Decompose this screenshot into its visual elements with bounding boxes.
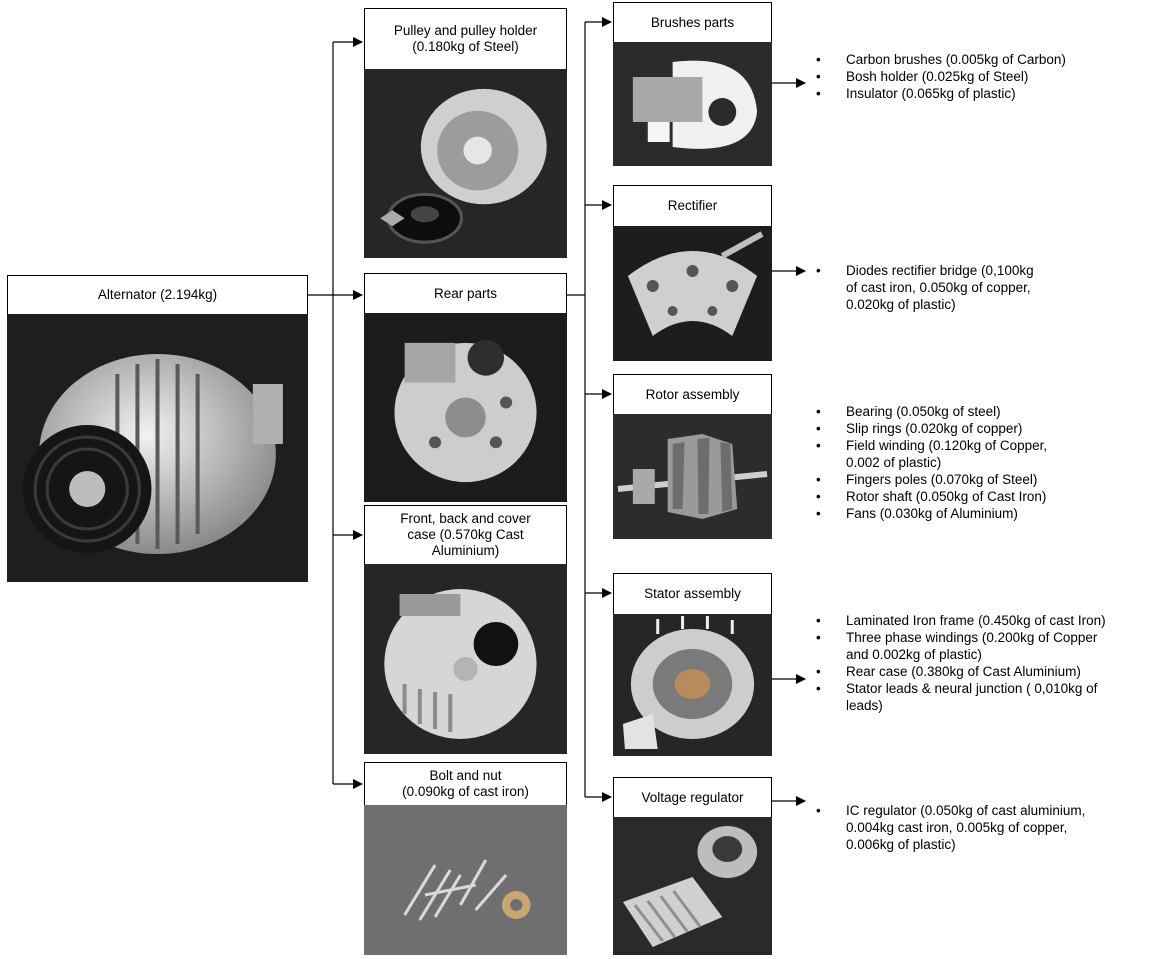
component-item-continuation: leads) [816, 697, 1106, 714]
component-item-text: and 0.002kg of plastic) [846, 647, 982, 662]
case-label-line: case (0.570kg Cast [400, 527, 531, 543]
brushes-photo [613, 42, 772, 166]
bullet-icon: • [816, 802, 836, 819]
stator-label: Stator assembly [613, 573, 772, 615]
bolts-label: Bolt and nut (0.090kg of cast iron) [364, 762, 567, 806]
component-item-text: Fans (0.030kg of Aluminium) [846, 506, 1018, 521]
pulley-label-line: (0.180kg of Steel) [394, 39, 537, 55]
pulley-label-line: Pulley and pulley holder [394, 23, 537, 39]
case-photo [364, 564, 567, 754]
alternator-label: Alternator (2.194kg) [7, 275, 308, 315]
alternator-photo [7, 314, 308, 582]
bolts-photo [364, 805, 567, 955]
component-item: • Rear case (0.380kg of Cast Aluminium) [816, 663, 1106, 680]
regulator-items: • IC regulator (0.050kg of cast aluminium… [816, 802, 1085, 853]
brushes-items: • Carbon brushes (0.005kg of Carbon) • Bosh… [816, 51, 1066, 102]
component-item-text: Diodes rectifier bridge (0,100kg [846, 263, 1034, 278]
component-item-text: 0.006kg of plastic) [846, 837, 956, 852]
case-label: Front, back and cover case (0.570kg Cast… [364, 505, 567, 565]
bullet-icon: • [816, 663, 836, 680]
bullet-icon: • [816, 612, 836, 629]
component-item: • Laminated Iron frame (0.450kg of cast I… [816, 612, 1106, 629]
regulator-photo [613, 817, 772, 955]
component-item: • Slip rings (0.020kg of copper) [816, 420, 1047, 437]
component-item: • Three phase windings (0.200kg of Copper [816, 629, 1106, 646]
component-item-text: leads) [846, 698, 883, 713]
component-item: • Field winding (0.120kg of Copper, [816, 437, 1047, 454]
component-item: • Bosh holder (0.025kg of Steel) [816, 68, 1066, 85]
bullet-icon: • [816, 85, 836, 102]
component-item-text: Field winding (0.120kg of Copper, [846, 438, 1047, 453]
component-item: • Fans (0.030kg of Aluminium) [816, 505, 1047, 522]
component-item-text: Stator leads & neural junction ( 0,010kg… [846, 681, 1097, 696]
bullet-icon: • [816, 68, 836, 85]
rear-parts-label-line: Rear parts [434, 286, 497, 302]
bolts-label-line: (0.090kg of cast iron) [402, 784, 529, 800]
component-item-text: Carbon brushes (0.005kg of Carbon) [846, 52, 1066, 67]
component-item-text: Rear case (0.380kg of Cast Aluminium) [846, 664, 1081, 679]
regulator-label: Voltage regulator [613, 777, 772, 818]
bullet-icon: • [816, 437, 836, 454]
component-item-text: 0.002 of plastic) [846, 455, 941, 470]
component-item: • IC regulator (0.050kg of cast aluminium… [816, 802, 1085, 819]
pulley-photo [364, 69, 567, 258]
component-item-text: Laminated Iron frame (0.450kg of cast Ir… [846, 613, 1106, 628]
pulley-label: Pulley and pulley holder(0.180kg of Stee… [364, 8, 567, 70]
component-item-continuation: 0.004kg cast iron, 0.005kg of copper, [816, 819, 1085, 836]
component-item-continuation: 0.002 of plastic) [816, 454, 1047, 471]
case-label-line: Front, back and cover [400, 511, 531, 527]
component-item-text: Bosh holder (0.025kg of Steel) [846, 69, 1028, 84]
component-item-text: Three phase windings (0.200kg of Copper [846, 630, 1097, 645]
bullet-icon: • [816, 420, 836, 437]
component-item: • Rotor shaft (0.050kg of Cast Iron) [816, 488, 1047, 505]
component-item-text: Slip rings (0.020kg of copper) [846, 421, 1022, 436]
rectifier-label: Rectifier [613, 185, 772, 227]
bullet-icon: • [816, 51, 836, 68]
component-item-text: IC regulator (0.050kg of cast aluminium, [846, 803, 1085, 818]
component-item-text: 0.020kg of plastic) [846, 297, 956, 312]
bullet-icon: • [816, 505, 836, 522]
component-item-continuation: 0.020kg of plastic) [816, 296, 1034, 313]
case-label-line: Aluminium) [400, 543, 531, 559]
rear-parts-photo [364, 313, 567, 502]
bullet-icon: • [816, 629, 836, 646]
bullet-icon: • [816, 488, 836, 505]
component-item: • Carbon brushes (0.005kg of Carbon) [816, 51, 1066, 68]
brushes-label: Brushes parts [613, 2, 772, 43]
component-item-text: of cast iron, 0.050kg of copper, [846, 280, 1031, 295]
component-item: • Fingers poles (0.070kg of Steel) [816, 471, 1047, 488]
bolts-label-line: Bolt and nut [402, 768, 529, 784]
rectifier-photo [613, 226, 772, 361]
component-item-continuation: 0.006kg of plastic) [816, 836, 1085, 853]
rotor-items: • Bearing (0.050kg of steel) • Slip rings (… [816, 403, 1047, 522]
rectifier-items: • Diodes rectifier bridge (0,100kg of cast… [816, 262, 1034, 313]
component-item-continuation: and 0.002kg of plastic) [816, 646, 1106, 663]
bullet-icon: • [816, 471, 836, 488]
component-item-text: Insulator (0.065kg of plastic) [846, 86, 1016, 101]
rotor-label: Rotor assembly [613, 374, 772, 415]
component-item-text: Rotor shaft (0.050kg of Cast Iron) [846, 489, 1046, 504]
component-item-continuation: of cast iron, 0.050kg of copper, [816, 279, 1034, 296]
bullet-icon: • [816, 403, 836, 420]
component-item-text: Fingers poles (0.070kg of Steel) [846, 472, 1037, 487]
rotor-photo [613, 414, 772, 539]
component-item: • Diodes rectifier bridge (0,100kg [816, 262, 1034, 279]
stator-photo [613, 614, 772, 756]
component-item: • Bearing (0.050kg of steel) [816, 403, 1047, 420]
component-item: • Insulator (0.065kg of plastic) [816, 85, 1066, 102]
bullet-icon: • [816, 262, 836, 279]
component-item-text: Bearing (0.050kg of steel) [846, 404, 1001, 419]
bullet-icon: • [816, 680, 836, 697]
component-item-text: 0.004kg cast iron, 0.005kg of copper, [846, 820, 1067, 835]
rear-parts-label: Rear parts [364, 273, 567, 314]
component-item: • Stator leads & neural junction ( 0,010k… [816, 680, 1106, 697]
stator-items: • Laminated Iron frame (0.450kg of cast I… [816, 612, 1106, 714]
